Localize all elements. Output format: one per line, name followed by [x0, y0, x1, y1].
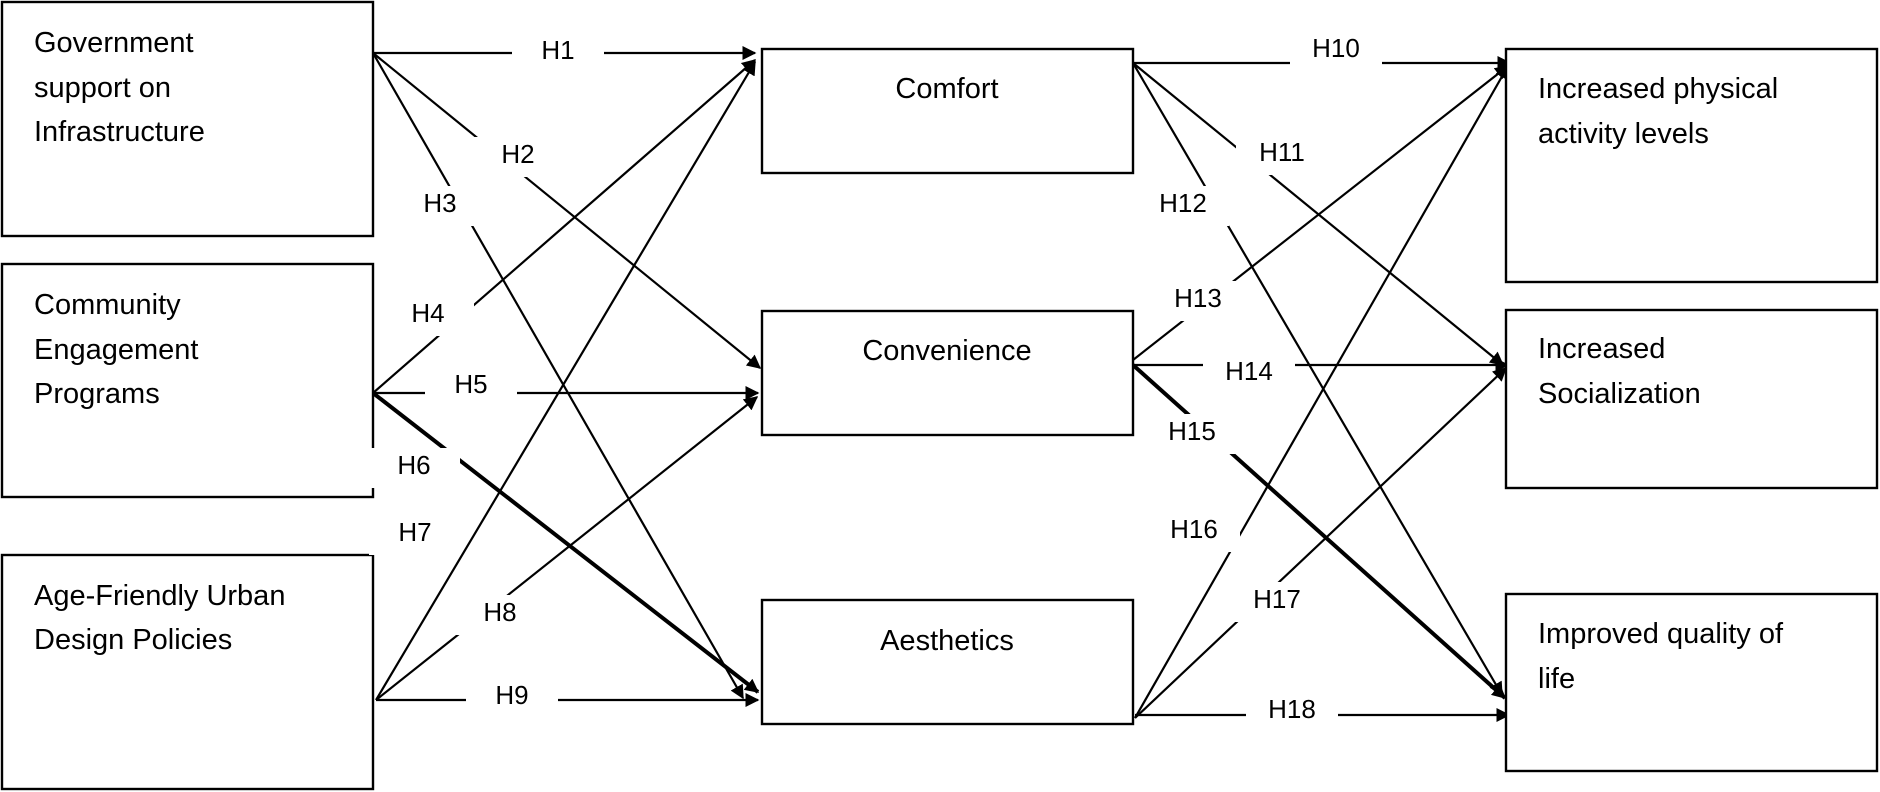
box-social-line-2: Socialization: [1538, 378, 1701, 410]
box-convenience-label: Convenience: [862, 335, 1031, 367]
label-h15: H15: [1146, 414, 1238, 454]
box-comfort: Comfort: [760, 47, 1135, 175]
label-h13: H13: [1152, 281, 1244, 321]
box-aesthetics-label: Aesthetics: [880, 625, 1014, 657]
hypothesis-label: H1: [541, 35, 574, 65]
box-quality-line-1: Improved quality of: [1538, 618, 1784, 650]
svg-text:Convenience: Convenience: [862, 335, 1031, 367]
hypothesis-label: H3: [423, 188, 456, 218]
label-h17: H17: [1231, 582, 1323, 622]
svg-text:Increased physical act: Increased physical activity levels: [1538, 73, 1786, 150]
label-h10: H10: [1290, 32, 1382, 72]
label-h8: H8: [454, 595, 546, 635]
svg-text:Aesthetics: Aesthetics: [880, 625, 1014, 657]
label-h2: H2: [472, 137, 564, 177]
hypothesis-label: H14: [1225, 356, 1273, 386]
edge-h4: [372, 59, 757, 394]
box-government-line-2: support on: [34, 72, 171, 104]
hypothesis-label: H13: [1174, 283, 1222, 313]
box-physical-line-2: activity levels: [1538, 118, 1709, 150]
hypothesis-label: H16: [1170, 514, 1218, 544]
label-h6: H6: [368, 448, 460, 488]
label-h14: H14: [1203, 355, 1295, 395]
box-age-friendly-policies: Age-Friendly Urban Design Policies: [0, 553, 375, 791]
box-agefriendly-line-2: Design Policies: [34, 624, 232, 656]
hypothesis-label: H2: [501, 139, 534, 169]
label-h4: H4: [382, 296, 474, 336]
hypothesis-label: H12: [1159, 188, 1207, 218]
label-h3: H3: [394, 186, 486, 226]
hypothesis-label: H7: [398, 517, 431, 547]
edge-h12: [1132, 62, 1503, 697]
label-h7: H7: [369, 515, 461, 555]
hypothesis-label: H18: [1268, 694, 1316, 724]
hypothesis-label: H9: [495, 680, 528, 710]
label-h1: H1: [512, 34, 604, 74]
label-h5: H5: [425, 366, 517, 406]
label-h16: H16: [1148, 512, 1240, 552]
box-community-engagement: Community Engagement Programs: [0, 262, 375, 499]
edge-h3: [372, 52, 744, 700]
box-quality-of-life: Improved quality of life: [1504, 592, 1879, 773]
box-aesthetics: Aesthetics: [760, 598, 1135, 726]
label-h18: H18: [1246, 692, 1338, 732]
edge-h17: [1134, 367, 1508, 719]
edge-h2: [372, 52, 762, 369]
label-h12: H12: [1137, 186, 1229, 226]
svg-text:Comfort: Comfort: [895, 73, 998, 105]
box-government-line-1: Government: [34, 27, 194, 59]
box-socialization: Increased Socialization: [1504, 308, 1879, 490]
hypothesis-label: H6: [397, 450, 430, 480]
box-community-line-2: Engagement: [34, 334, 198, 366]
box-agefriendly-line-1: Age-Friendly Urban: [34, 580, 285, 612]
edge-h16: [1134, 64, 1509, 719]
label-h9: H9: [466, 678, 558, 718]
box-community-line-3: Programs: [34, 378, 160, 410]
box-social-line-1: Increased: [1538, 333, 1665, 365]
edge-h8: [375, 396, 759, 701]
hypothesis-label: H8: [483, 597, 516, 627]
box-government-support: Government support on Infrastructure: [0, 0, 375, 238]
box-comfort-label: Comfort: [895, 73, 998, 105]
svg-text:Improved quality of li: Improved quality of life: [1538, 618, 1791, 695]
hypothesis-label: H17: [1253, 584, 1301, 614]
box-physical-activity: Increased physical activity levels: [1504, 47, 1879, 284]
svg-text:Increased Socializatio: Increased Socialization: [1538, 333, 1701, 410]
svg-text:Government support on: Government support on Infrastructure: [34, 27, 205, 148]
hypothesis-label: H11: [1259, 137, 1305, 167]
box-quality-line-2: life: [1538, 663, 1575, 695]
edge-h7: [375, 60, 756, 701]
box-convenience: Convenience: [760, 309, 1135, 437]
box-government-line-3: Infrastructure: [34, 116, 205, 148]
hypothesis-label: H15: [1168, 416, 1216, 446]
label-h11: H11: [1236, 135, 1328, 175]
box-community-line-1: Community: [34, 289, 181, 321]
hypothesis-label: H5: [454, 369, 487, 399]
hypothesis-label: H10: [1312, 33, 1360, 63]
box-physical-line-1: Increased physical: [1538, 73, 1778, 105]
hypothesis-label: H4: [411, 298, 444, 328]
svg-text:Age-Friendly Urban Des: Age-Friendly Urban Design Policies: [34, 580, 294, 656]
hypothesis-labels: H1 H2 H3 H4 H5 H6 H7 H8 H9 H10 H11 H12 H…: [368, 32, 1382, 732]
svg-text:Community Engagement: Community Engagement Programs: [34, 289, 207, 410]
edge-h6: [371, 391, 760, 694]
